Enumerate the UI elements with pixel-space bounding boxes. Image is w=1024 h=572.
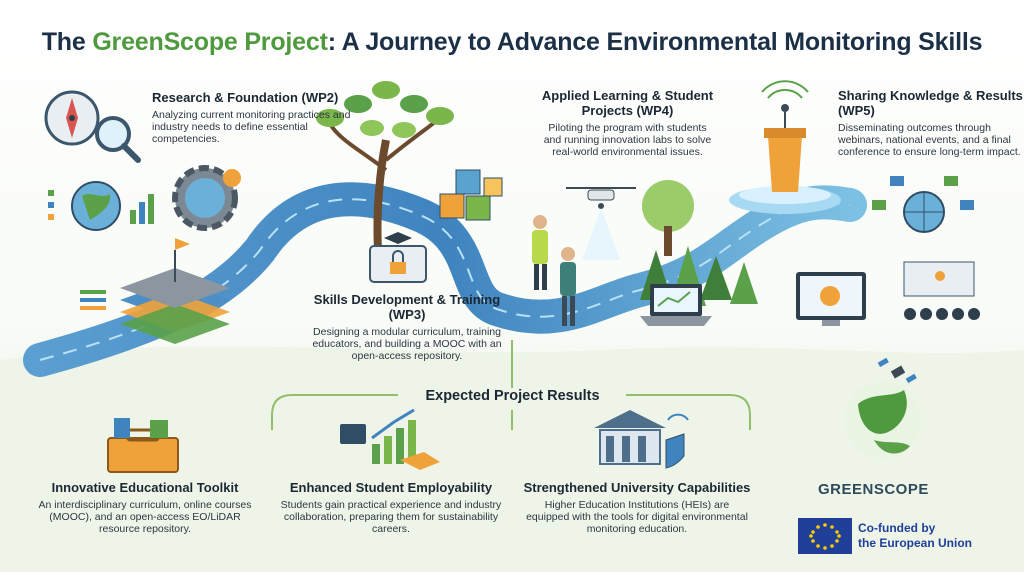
results-connectors [271,340,751,430]
river-path [23,182,867,377]
title-accent: GreenScope Project [92,28,328,56]
stage-wp2-description: Analyzing current monitoring practices a… [152,109,351,145]
drone-icon [566,187,636,260]
result-employability-heading: Enhanced Student Employability [289,480,493,495]
title-suffix: : A Journey to Advance Environmental Mon… [327,28,983,56]
legend-dots-icon [48,190,106,310]
result-toolkit-description: An interdisciplinary curriculum, online … [38,499,252,535]
stage-wp3: Skills Development & Training (WP3) Desi… [312,292,502,362]
growth-chart-icon [340,408,440,470]
result-employability-description: Students gain practical experience and i… [280,499,502,535]
eu-funding-text: Co-funded by the European Union [858,521,1008,551]
stage-wp2-heading: Research & Foundation (WP2) [152,90,339,105]
eu-flag [798,518,852,554]
stage-wp4-heading: Applied Learning & Student Projects (WP4… [541,88,714,118]
stage-wp5-description: Disseminating outcomes through webinars,… [838,122,1021,158]
stage-wp3-description: Designing a modular curriculum, training… [312,326,502,362]
page-title: The GreenScope Project: A Journey to Adv… [0,28,1024,57]
toolbox-icon [107,418,179,473]
monitor-icon [796,272,866,326]
result-toolkit-heading: Innovative Educational Toolkit [51,480,239,495]
brand-name: GREENSCOPE [818,481,929,498]
stage-wp5: Sharing Knowledge & Results (WP5) Dissem… [838,88,1024,158]
eu-funding-line1: Co-funded by [858,521,936,535]
stage-wp3-heading: Skills Development & Training (WP3) [313,292,501,322]
university-icon [594,410,689,469]
result-employability: Enhanced Student Employability Students … [276,480,506,535]
network-globe-icon [872,176,974,233]
laptop-icon [640,284,712,326]
stage-wp4-description: Piloting the program with students and r… [543,122,712,158]
greenscope-logo-icon [845,357,921,458]
result-toolkit: Innovative Educational Toolkit An interd… [30,480,260,535]
stage-wp5-heading: Sharing Knowledge & Results (WP5) [838,88,1023,118]
gear-icon [172,165,241,231]
stage-wp4: Applied Learning & Student Projects (WP4… [540,88,715,158]
lock-screen-icon [369,232,427,283]
magnifier-icon [95,116,141,163]
title-prefix: The [41,28,93,56]
result-university-description: Higher Education Institutions (HEIs) are… [526,499,748,535]
cubes-icon [439,169,503,221]
results-title: Expected Project Results [425,388,600,404]
audience-icon [903,261,980,320]
stage-wp2: Research & Foundation (WP2) Analyzing cu… [152,90,352,145]
compass-icon [44,90,100,146]
students-icon [532,215,576,326]
bar-chart-icon [130,194,154,224]
globe-icon [71,181,121,231]
result-university-heading: Strengthened University Capabilities [523,480,751,495]
layer-stack-icon [120,238,230,344]
result-university: Strengthened University Capabilities Hig… [522,480,752,535]
podium-icon [729,80,841,214]
eu-funding-line2: the European Union [858,536,972,550]
tree-icon [316,81,454,251]
